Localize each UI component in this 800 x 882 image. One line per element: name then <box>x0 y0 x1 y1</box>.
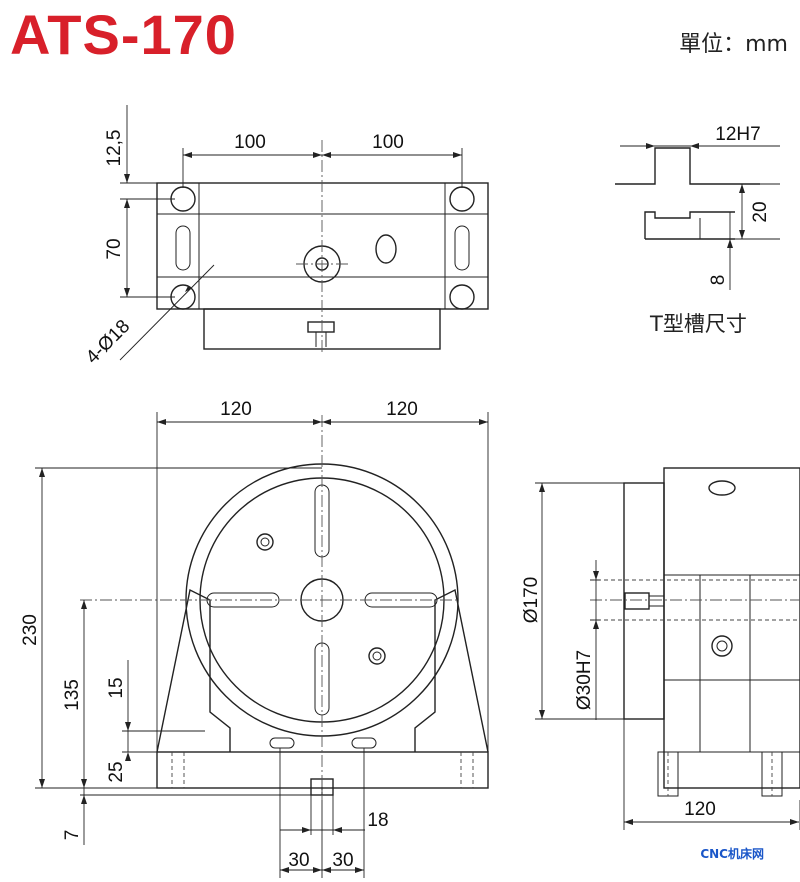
front-dim-25: 25 <box>106 761 127 782</box>
front-dim-height: 230 <box>20 614 41 646</box>
front-view: 120 120 230 135 15 25 7 18 <box>20 399 489 878</box>
top-dim-holes: 4-Ø18 <box>82 316 134 368</box>
top-dim-right: 100 <box>372 132 404 153</box>
tslot-bottom: 8 <box>708 275 729 286</box>
watermark: CNC机床网 <box>700 847 764 861</box>
tslot-depth: 20 <box>750 201 771 222</box>
tslot-width: 12H7 <box>715 124 760 145</box>
front-dim-18: 18 <box>367 810 388 831</box>
front-dim-30b: 30 <box>332 850 353 871</box>
top-view: 100 100 12,5 70 4-Ø18 <box>82 105 489 368</box>
front-dim-right: 120 <box>386 399 418 420</box>
front-dim-left: 120 <box>220 399 252 420</box>
tslot-detail: 12H7 20 8 <box>615 124 780 290</box>
top-dim-offset: 12,5 <box>104 130 125 167</box>
top-dim-left: 100 <box>234 132 266 153</box>
page-title: ATS-170 <box>10 3 237 66</box>
front-dim-7: 7 <box>62 830 83 841</box>
unit-label: 單位：mm <box>679 32 788 57</box>
side-view: Ø170 Ø30H7 120 <box>521 467 800 830</box>
front-dim-center: 135 <box>62 679 83 711</box>
side-dim-depth: 120 <box>684 799 716 820</box>
side-dim-bore: Ø30H7 <box>574 650 595 710</box>
front-dim-15: 15 <box>106 677 127 698</box>
front-dim-30a: 30 <box>288 850 309 871</box>
side-dim-table: Ø170 <box>521 577 542 623</box>
top-dim-spacing: 70 <box>104 238 125 259</box>
tslot-caption: T型槽尺寸 <box>650 312 747 336</box>
